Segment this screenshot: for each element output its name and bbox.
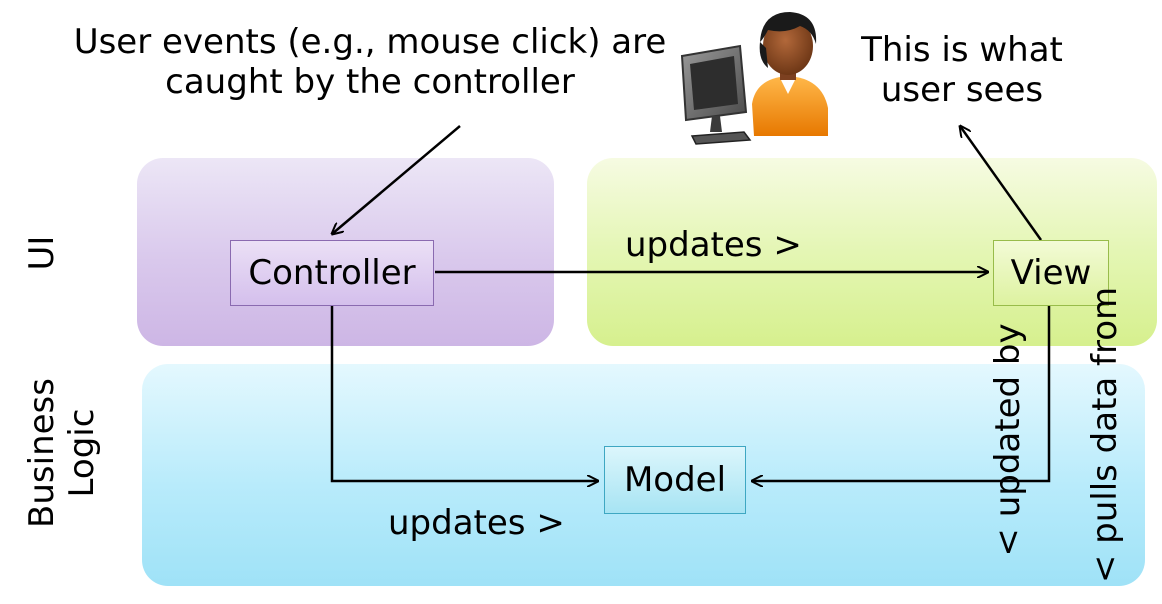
- controller-node: Controller: [230, 240, 434, 306]
- business-logic-label-line1: Business: [22, 378, 62, 528]
- controller-caption-line2: caught by the controller: [165, 62, 575, 102]
- business-logic-label-line2: Logic: [62, 408, 102, 498]
- controller-caption-line1: User events (e.g., mouse click) are: [73, 22, 667, 62]
- view-caption-line1: This is what: [861, 30, 1063, 70]
- view-pulls-model-edge-label: < pulls data from: [1085, 286, 1125, 584]
- controller-label: Controller: [248, 253, 416, 293]
- ui-layer-label: UI: [22, 235, 62, 271]
- controller-to-model-edge-label: updates >: [388, 503, 565, 543]
- view-caption-line2: user sees: [880, 70, 1044, 110]
- model-label: Model: [623, 460, 727, 500]
- view-label: View: [1010, 253, 1092, 293]
- controller-caption: User events (e.g., mouse click) are caug…: [60, 22, 680, 102]
- model-updates-view-edge-label: < updated by: [988, 323, 1028, 557]
- controller-to-view-edge-label: updates >: [625, 225, 802, 265]
- view-caption: This is what user sees: [838, 30, 1086, 110]
- user-at-computer-icon: [680, 12, 828, 145]
- business-logic-layer-label: Business Logic: [22, 378, 102, 528]
- view-node: View: [993, 240, 1109, 306]
- model-node: Model: [604, 446, 746, 514]
